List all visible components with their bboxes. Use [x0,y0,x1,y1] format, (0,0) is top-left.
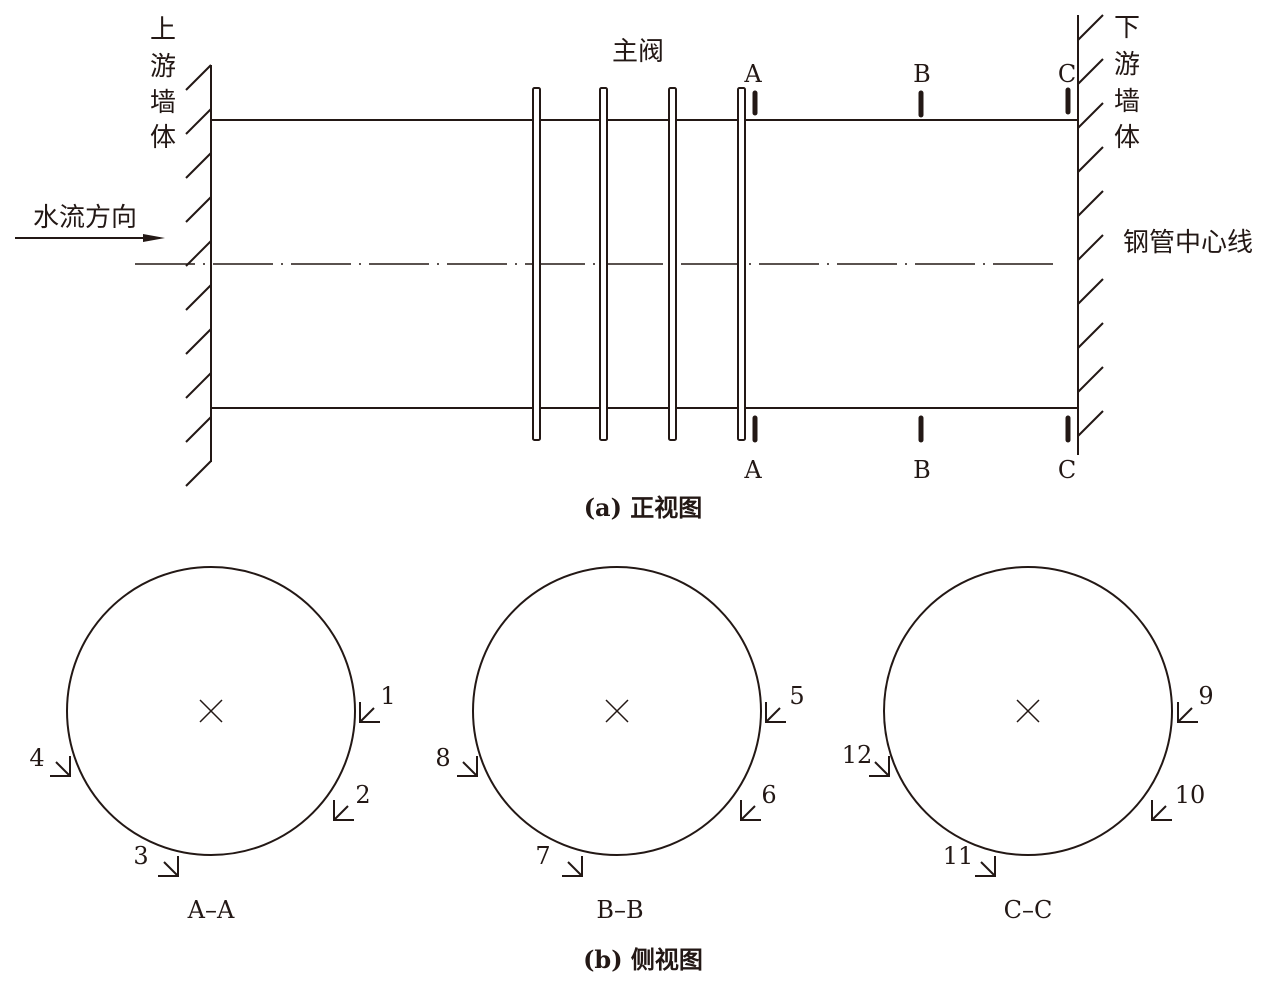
measurement-point-marker [765,702,786,723]
wall-hatch [185,108,212,135]
measurement-point-marker [975,856,996,877]
wall-hatch [185,328,212,355]
center-x-mark [605,699,629,723]
wall-hatch [1077,190,1104,217]
main-valve-plate [599,87,608,441]
section-b-bottom-label: B [913,456,931,484]
wall-hatch [185,460,212,487]
wall-hatch [1077,102,1104,129]
label-char: 下 [1114,13,1140,43]
point-label: 1 [380,682,395,710]
wall-hatch [185,64,212,91]
section-c-bottom-label: C [1058,456,1076,484]
main-valve-label: 主阀 [612,37,664,67]
main-valve-plate [737,87,746,441]
measurement-point-marker [333,800,354,821]
label-char: 上 [150,15,176,45]
wall-hatch [1077,278,1104,305]
point-label: 2 [355,781,370,809]
wall-hatch [1077,146,1104,173]
center-x-mark [1016,699,1040,723]
measurement-point-marker [50,756,71,777]
point-label: 12 [842,741,873,769]
pipe-cross-section [66,566,356,856]
section-a-bottom-label: A [743,456,762,484]
measurement-point-marker [1151,800,1172,821]
main-valve-plate [668,87,677,441]
wall-hatch [1077,14,1104,41]
measurement-point-marker [562,856,583,877]
measurement-point-marker [158,856,179,877]
downstream-wall-label: 下 游 墙 体 [1114,13,1140,153]
pipe-centerline-label: 钢管中心线 [1123,228,1253,258]
main-valve-plate [532,87,541,441]
point-label: 9 [1198,682,1213,710]
wall-hatch [1077,366,1104,393]
flow-arrow-head [143,234,165,242]
section-b-b-label: B–B [596,896,643,924]
wall-hatch [185,372,212,399]
point-label: 6 [761,781,776,809]
front-view-caption: (a) 正视图 [584,493,703,522]
measurement-point-marker [457,756,478,777]
label-char: 墙 [1114,87,1140,117]
wall-hatch [1077,58,1104,85]
section-a-a-label: A–A [187,896,235,924]
pipe-cross-section [472,566,762,856]
section-b-top-label: B [913,60,931,88]
point-label: 11 [943,842,974,870]
side-view-caption: (b) 侧视图 [583,945,703,974]
wall-hatch [185,284,212,311]
point-label: 5 [789,682,804,710]
wall-hatch [1077,410,1104,437]
point-label: 3 [133,842,148,870]
wall-hatch [185,196,212,223]
wall-hatch [1077,234,1104,261]
section-a-top-label: A [743,60,762,88]
point-label: 7 [535,842,550,870]
point-label: 10 [1175,781,1206,809]
upstream-wall-label: 上 游 墙 体 [150,15,176,153]
label-char: 游 [150,52,176,82]
label-char: 体 [150,123,176,153]
measurement-point-marker [1177,702,1198,723]
label-char: 游 [1114,50,1140,80]
section-c-top-label: C [1058,60,1076,88]
label-char: 体 [1114,123,1140,153]
section-c-c-label: C–C [1004,896,1053,924]
pipe-cross-section [883,566,1173,856]
wall-hatch [185,240,212,267]
wall-hatch [185,152,212,179]
wall-hatch [185,416,212,443]
flow-direction-label: 水流方向 [33,203,137,233]
measurement-point-marker [869,756,890,777]
measurement-point-marker [740,800,761,821]
measurement-point-marker [359,702,380,723]
point-label: 4 [29,744,44,772]
wall-hatch [1077,322,1104,349]
label-char: 墙 [150,88,176,118]
center-x-mark [199,699,223,723]
point-label: 8 [435,744,450,772]
